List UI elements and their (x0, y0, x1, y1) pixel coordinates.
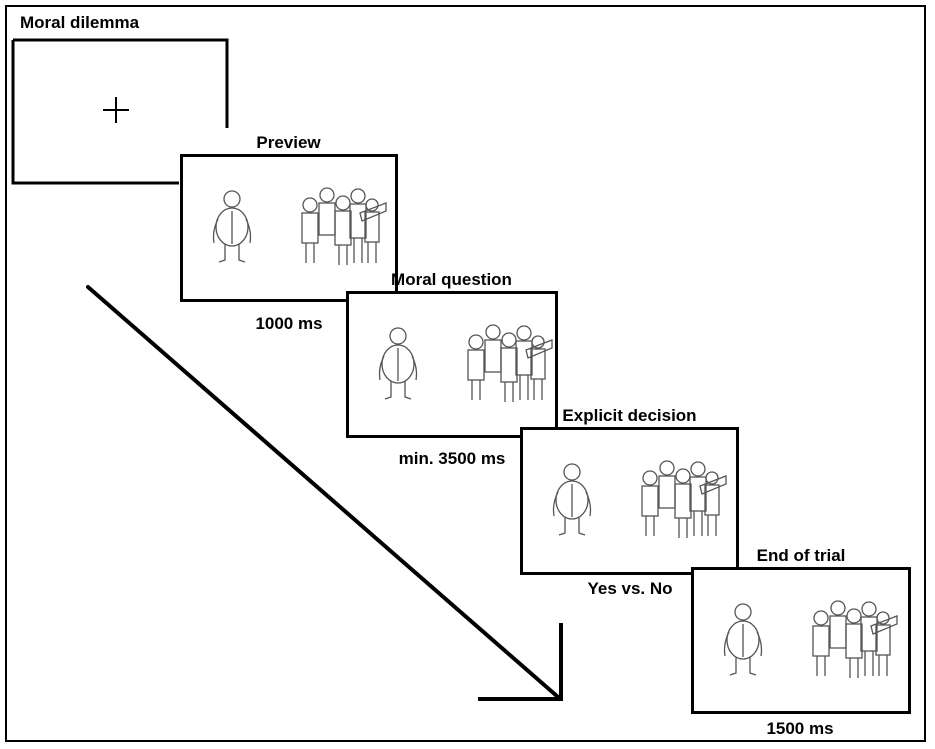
stage-2-duration: 1000 ms (255, 314, 323, 333)
single-man-icon (212, 190, 252, 263)
group-of-workers-icon (641, 460, 727, 538)
single-man-icon (378, 327, 418, 400)
stage-2-panel (180, 154, 398, 302)
stage-5-duration: 1500 ms (766, 719, 834, 738)
stage-4-panel (520, 427, 739, 575)
group-of-workers-icon (812, 600, 898, 678)
group-of-workers-icon (301, 187, 387, 265)
stage-3-title: Moral question (391, 270, 512, 289)
stage-4-duration: Yes vs. No (587, 579, 673, 598)
single-man-icon (723, 603, 763, 676)
stage-3-duration: min. 3500 ms (398, 449, 506, 468)
stage-5-panel (691, 567, 911, 714)
single-man-icon (552, 463, 592, 536)
group-of-workers-icon (467, 324, 553, 402)
stage-4-title: Explicit decision (562, 406, 697, 425)
stage-5-title: End of trial (756, 546, 846, 565)
figure-frame (5, 5, 926, 742)
stage-3-panel (346, 291, 558, 438)
stage-2-title: Preview (256, 133, 321, 152)
stage-1-title: Moral dilemma (20, 13, 140, 32)
